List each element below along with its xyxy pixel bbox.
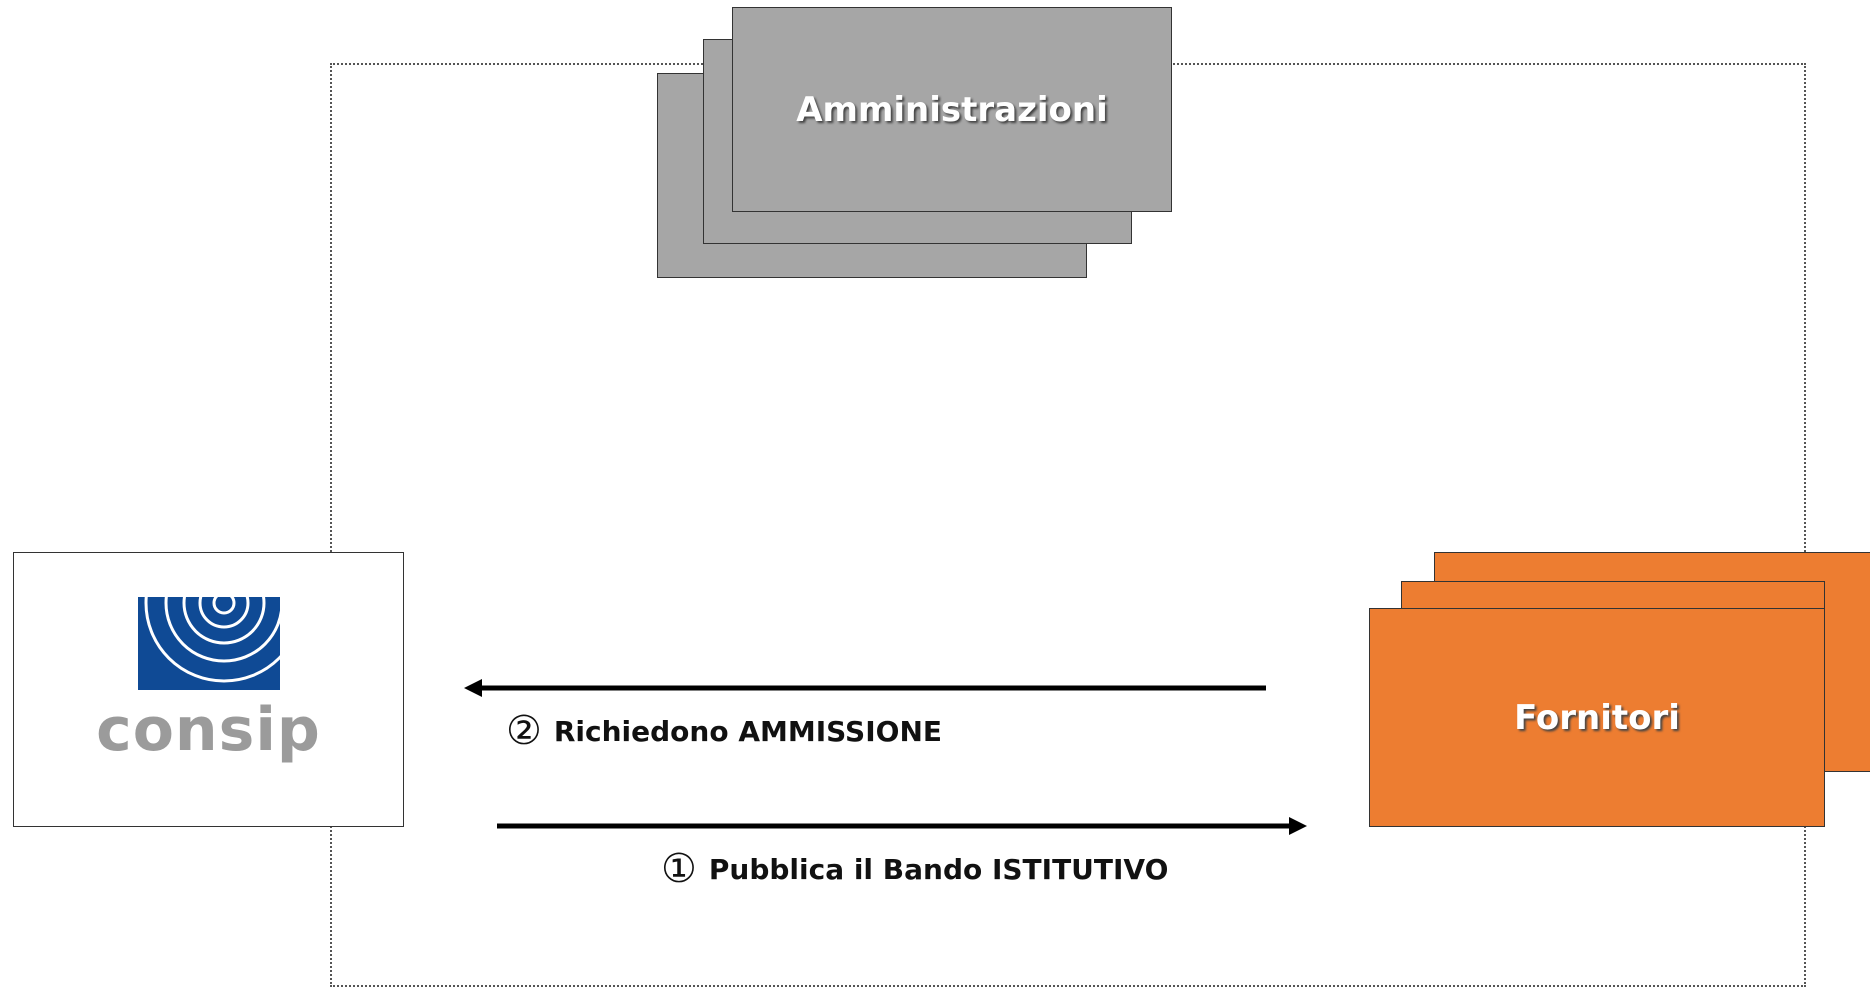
step-1-text: Pubblica il Bando ISTITUTIVO bbox=[708, 853, 1169, 886]
step-2-number: ② bbox=[506, 708, 542, 754]
fornitori-card-front: Fornitori bbox=[1369, 608, 1825, 827]
step-1-number: ① bbox=[661, 846, 697, 892]
consip-logo-text: consip bbox=[96, 695, 321, 765]
amministrazioni-card-front: Amministrazioni bbox=[732, 7, 1172, 212]
consip-logo-mark bbox=[138, 597, 280, 690]
fornitori-label: Fornitori bbox=[1514, 698, 1680, 738]
amministrazioni-label: Amministrazioni bbox=[796, 90, 1108, 130]
step-1-label: ① Pubblica il Bando ISTITUTIVO bbox=[661, 846, 1168, 892]
consip-rings-icon bbox=[144, 597, 280, 683]
arrow-right-icon bbox=[497, 817, 1307, 835]
consip-box: consip bbox=[13, 552, 404, 827]
step-2-label: ② Richiedono AMMISSIONE bbox=[506, 708, 942, 754]
arrow-left-icon bbox=[464, 679, 1266, 697]
step-2-text: Richiedono AMMISSIONE bbox=[553, 715, 943, 748]
